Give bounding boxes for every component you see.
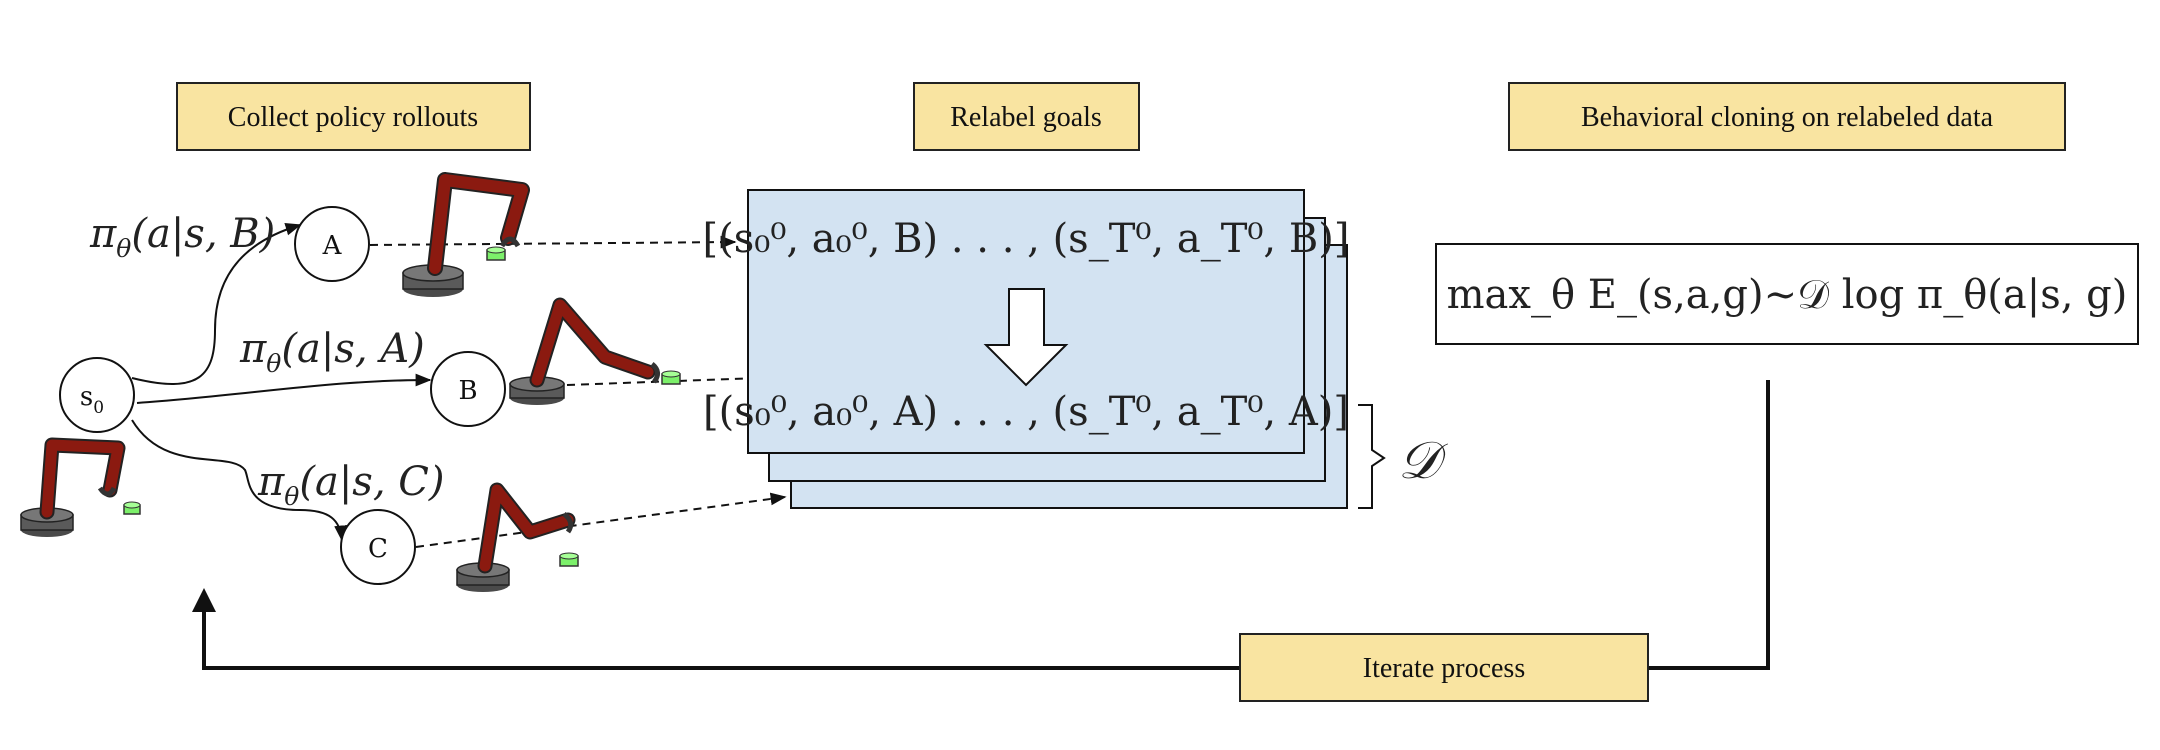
iterate-process-label: Iterate process xyxy=(1239,633,1649,702)
svg-text:πθ(a|s, B): πθ(a|s, B) xyxy=(89,211,275,263)
state-b-node: B xyxy=(430,351,506,427)
dataset-symbol: 𝒟 xyxy=(1398,431,1448,491)
policy-label-to-a: πθ(a|s, B) xyxy=(89,211,275,263)
iterate-line-right xyxy=(1648,380,1770,670)
dashed-arrow-a xyxy=(369,235,737,249)
dataset-row-original: [(s₀⁰, a₀⁰, B) . . . , (s_T⁰, a_T⁰, B)] xyxy=(703,216,1350,262)
svg-text:B: B xyxy=(458,376,477,406)
dashed-arrow-b xyxy=(566,377,761,386)
dataset-row-relabeled: [(s₀⁰, a₀⁰, A) . . . , (s_T⁰, a_T⁰, A)] xyxy=(703,389,1349,435)
puck-initial xyxy=(123,501,141,515)
puck-a xyxy=(486,246,506,261)
dataset-card-front: [(s₀⁰, a₀⁰, B) . . . , (s_T⁰, a_T⁰, B)] … xyxy=(703,189,1350,454)
puck-b xyxy=(661,370,681,385)
robot-arm-c xyxy=(456,482,576,592)
puck-c xyxy=(559,552,579,567)
svg-text:A: A xyxy=(322,231,343,261)
policy-arrow-to-c xyxy=(131,419,347,542)
collect-rollouts-label: Collect policy rollouts xyxy=(176,82,531,151)
state-a-node: A xyxy=(294,206,370,282)
svg-text:πθ(a|s, A): πθ(a|s, A) xyxy=(239,326,425,378)
relabel-goals-text: Relabel goals xyxy=(950,102,1102,133)
robot-arm-b xyxy=(509,297,660,405)
start-state-node: s0 xyxy=(59,357,135,433)
dataset-brace xyxy=(1358,404,1386,509)
state-c-node: C xyxy=(340,509,416,585)
robot-arm-a xyxy=(402,172,530,297)
relabel-goals-label: Relabel goals xyxy=(913,82,1140,151)
behavioral-cloning-text: Behavioral cloning on relabeled data xyxy=(1581,102,1994,133)
collect-rollouts-text: Collect policy rollouts xyxy=(228,102,478,133)
svg-text:s0: s0 xyxy=(80,382,104,418)
robot-arm-initial xyxy=(20,437,126,537)
dashed-arrow-c xyxy=(415,492,787,548)
iterate-line-left xyxy=(192,588,1240,670)
behavioral-cloning-label: Behavioral cloning on relabeled data xyxy=(1508,82,2066,151)
policy-label-to-c: πθ(a|s, C) xyxy=(257,459,444,511)
policy-arrow-to-b xyxy=(136,373,432,404)
svg-text:πθ(a|s, C): πθ(a|s, C) xyxy=(257,459,444,511)
svg-text:C: C xyxy=(368,534,388,564)
relabel-down-arrow-icon xyxy=(983,288,1069,387)
objective-box: max_θ E_(s,a,g)∼𝒟 log π_θ(a|s, g) xyxy=(1435,243,2139,345)
policy-arrow-to-a xyxy=(131,223,302,385)
objective-formula: max_θ E_(s,a,g)∼𝒟 log π_θ(a|s, g) xyxy=(1447,272,2128,318)
policy-label-to-b: πθ(a|s, A) xyxy=(239,326,425,378)
iterate-process-text: Iterate process xyxy=(1363,653,1525,684)
